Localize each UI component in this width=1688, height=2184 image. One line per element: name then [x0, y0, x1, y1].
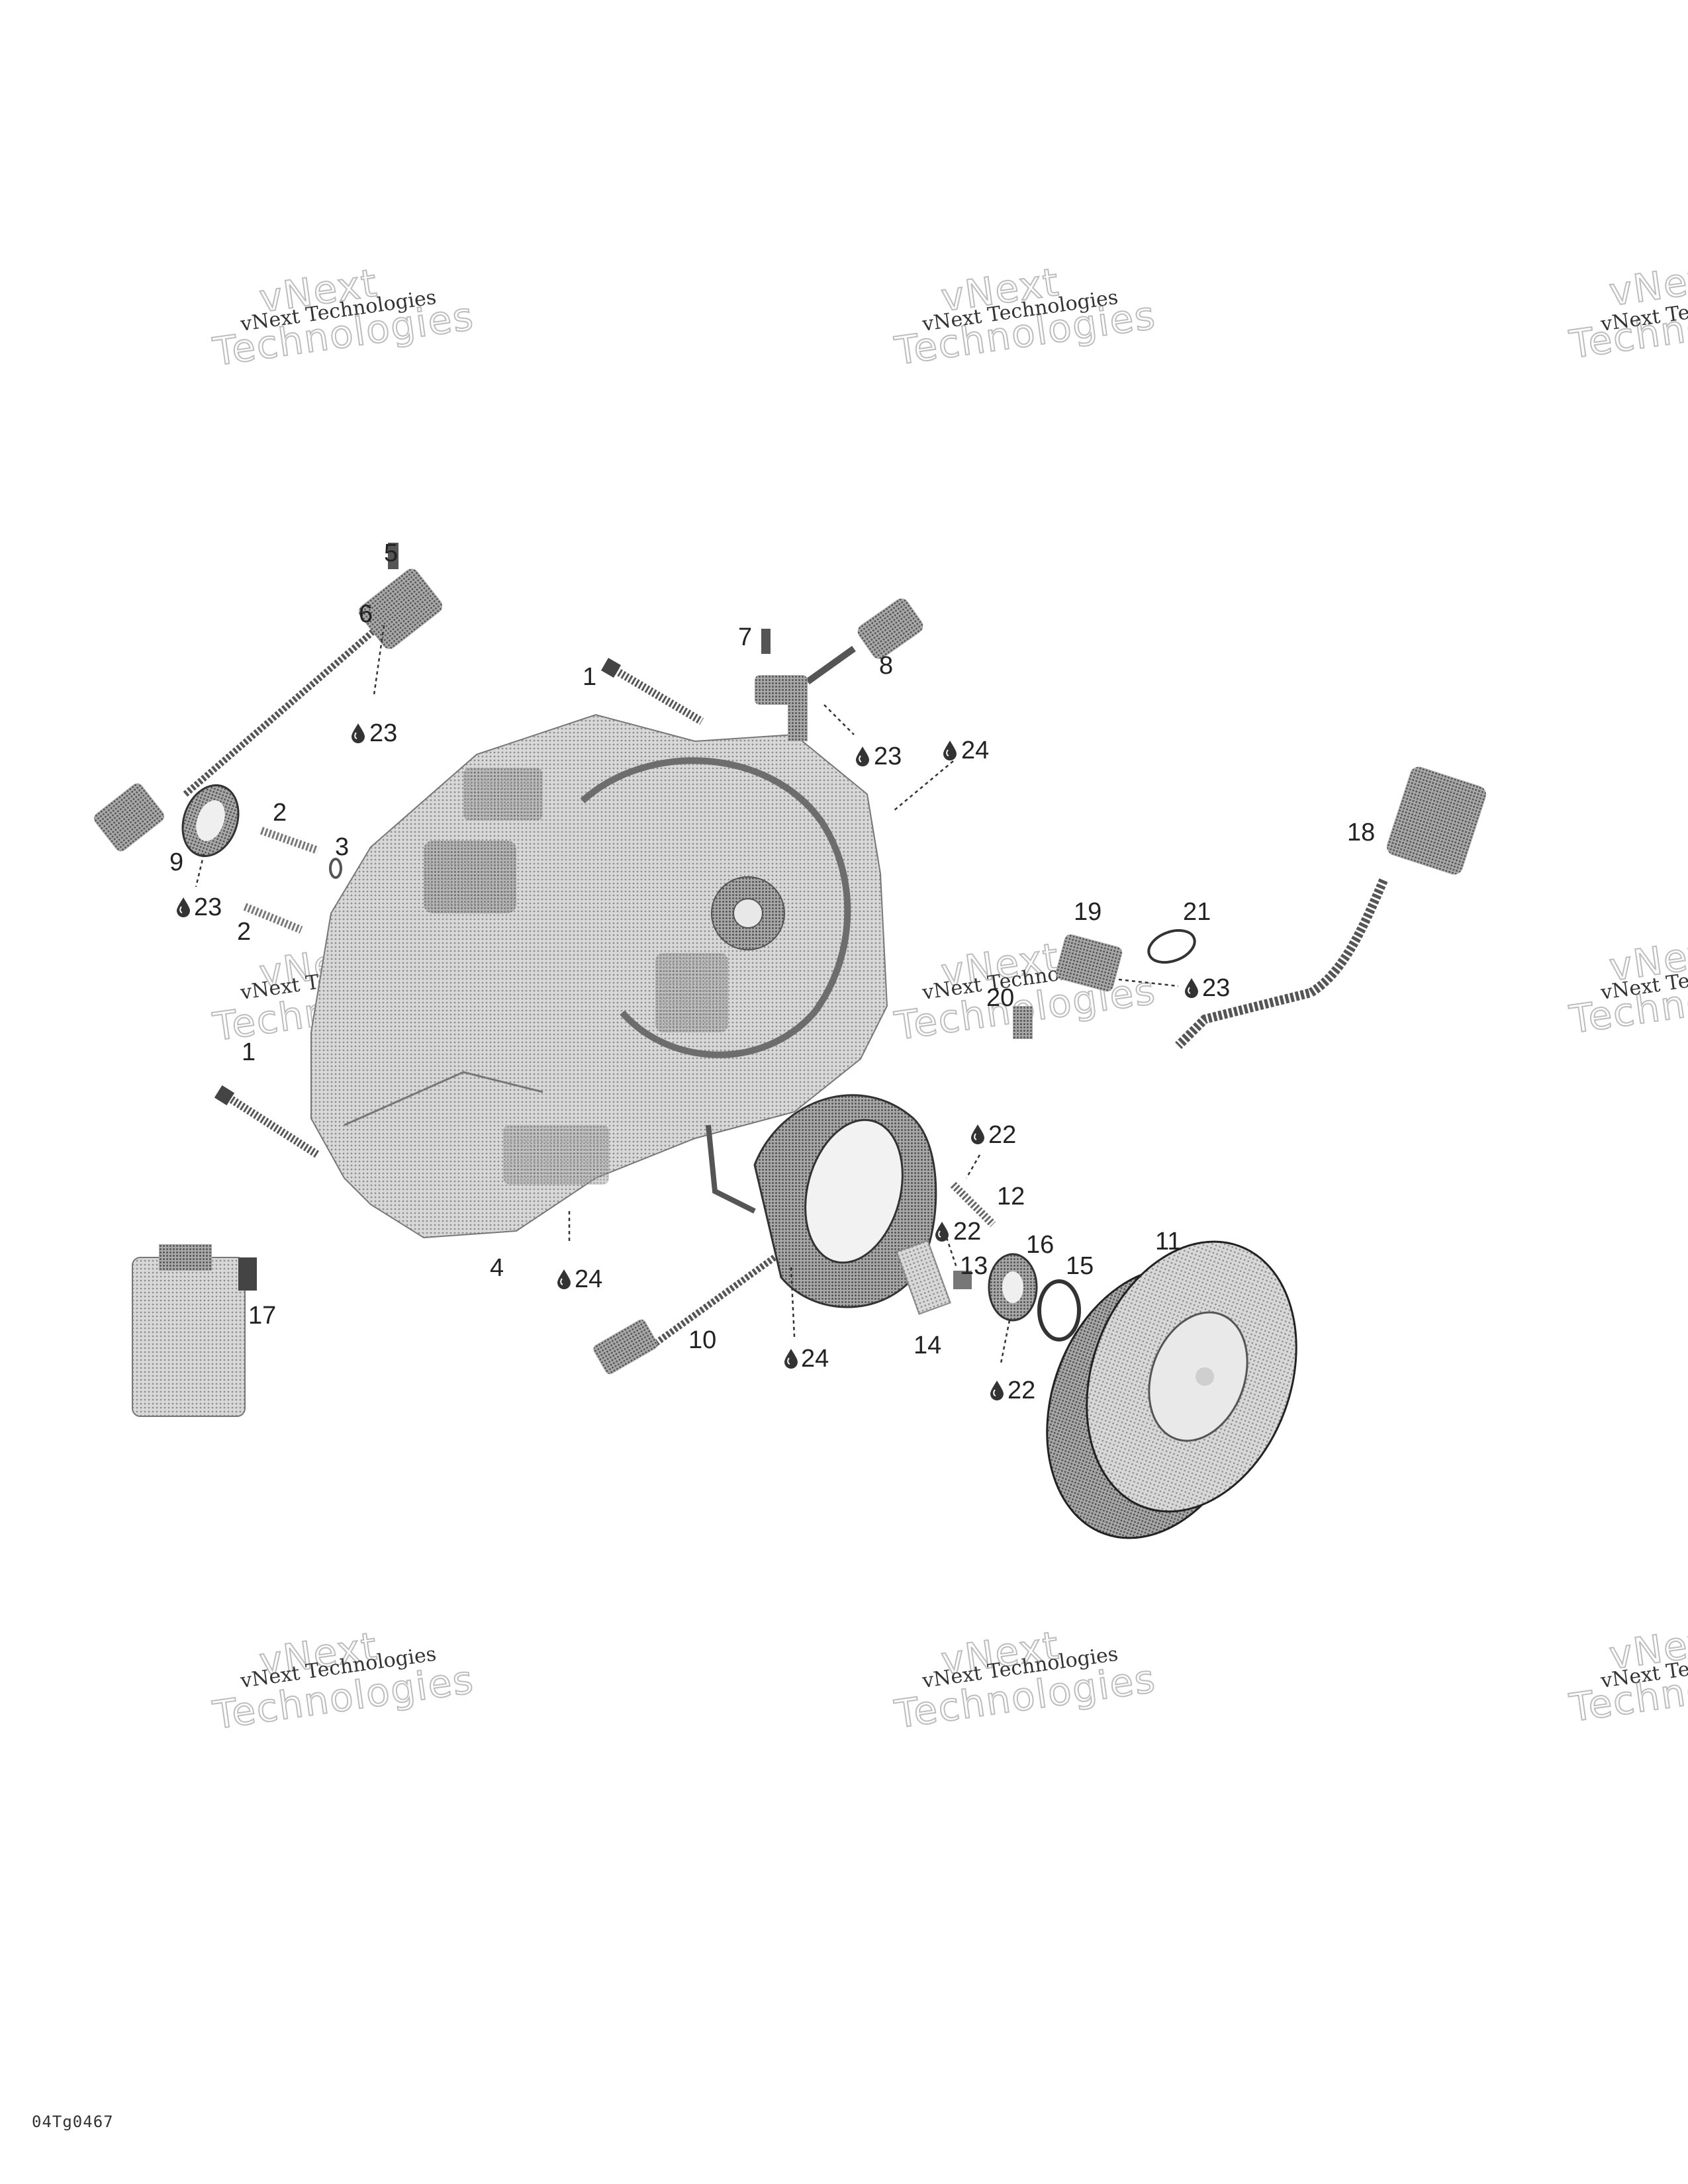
oil-drop-icon — [1184, 978, 1199, 999]
leader-lines — [195, 625, 1179, 1364]
module-17 — [132, 1244, 257, 1417]
callout-22: 22 — [988, 1121, 1016, 1149]
oil-drop-icon — [784, 1348, 798, 1369]
dowel-pin-2a — [260, 827, 319, 854]
callout-24: 24 — [801, 1345, 829, 1373]
callout-9: 9 — [169, 848, 183, 876]
pin-20 — [1013, 1006, 1033, 1039]
key-14 — [896, 1240, 951, 1315]
callout-14: 14 — [914, 1332, 941, 1359]
callout-11: 11 — [1155, 1228, 1181, 1255]
callout-6: 6 — [359, 600, 373, 628]
oil-drop-icon — [176, 897, 191, 918]
callout-1: 1 — [242, 1038, 256, 1066]
o-ring-3 — [329, 858, 342, 879]
callout-2: 2 — [273, 799, 287, 827]
callout-15: 15 — [1066, 1252, 1094, 1280]
callout-1: 1 — [583, 663, 596, 691]
callout-3: 3 — [335, 833, 349, 861]
callout-2: 2 — [237, 918, 251, 946]
bearing-16 — [988, 1253, 1038, 1322]
figure-code: 04Tg0467 — [32, 2113, 114, 2131]
callout-12: 12 — [997, 1183, 1025, 1210]
callout-18: 18 — [1347, 819, 1375, 846]
callouts: 5 6 23 1 7 8 23 24 2 3 9 23 2 18 19 21 2… — [169, 539, 1375, 1404]
parts — [94, 543, 1487, 1539]
callout-4: 4 — [490, 1254, 504, 1282]
bolt-1-left — [214, 1085, 320, 1159]
callout-10: 10 — [688, 1326, 716, 1354]
callout-5: 5 — [384, 539, 398, 567]
crankcase — [310, 713, 888, 1239]
oil-drop-icon — [943, 740, 957, 761]
connector-19 — [1055, 934, 1123, 992]
oil-drop-icon — [970, 1124, 985, 1145]
oil-drop-icon — [557, 1269, 571, 1290]
callout-23: 23 — [194, 893, 222, 921]
callout-19: 19 — [1074, 898, 1102, 926]
callout-21: 21 — [1183, 898, 1211, 926]
callout-16: 16 — [1026, 1231, 1054, 1259]
callout-23: 23 — [369, 719, 397, 747]
oil-drop-icon — [351, 723, 365, 744]
sensor-8 — [755, 598, 923, 741]
callout-8: 8 — [879, 652, 893, 680]
callout-22: 22 — [953, 1218, 981, 1246]
callout-13: 13 — [960, 1252, 988, 1280]
callout-7: 7 — [738, 623, 752, 651]
callout-23: 23 — [874, 743, 902, 770]
stator-10 — [593, 1094, 937, 1375]
callout-23: 23 — [1202, 974, 1230, 1002]
callout-24: 24 — [575, 1265, 602, 1293]
ring-15 — [1037, 1279, 1081, 1342]
o-ring-21 — [1147, 929, 1196, 964]
bolt-12 — [950, 1181, 996, 1228]
seal-9 — [181, 784, 240, 857]
oil-drop-icon — [935, 1221, 949, 1242]
ignition-coil-18 — [1175, 766, 1487, 1049]
oil-drop-icon — [990, 1380, 1004, 1401]
callout-20: 20 — [986, 984, 1014, 1012]
dowel-pin-2b — [243, 903, 303, 934]
callout-24: 24 — [961, 737, 989, 764]
callout-22: 22 — [1008, 1377, 1035, 1404]
flywheel-11 — [1046, 1240, 1297, 1539]
bolt-1-top — [600, 657, 704, 725]
sensor-6 — [94, 543, 443, 852]
washer-13 — [953, 1271, 972, 1289]
callout-17: 17 — [248, 1302, 276, 1330]
oil-drop-icon — [855, 746, 870, 767]
